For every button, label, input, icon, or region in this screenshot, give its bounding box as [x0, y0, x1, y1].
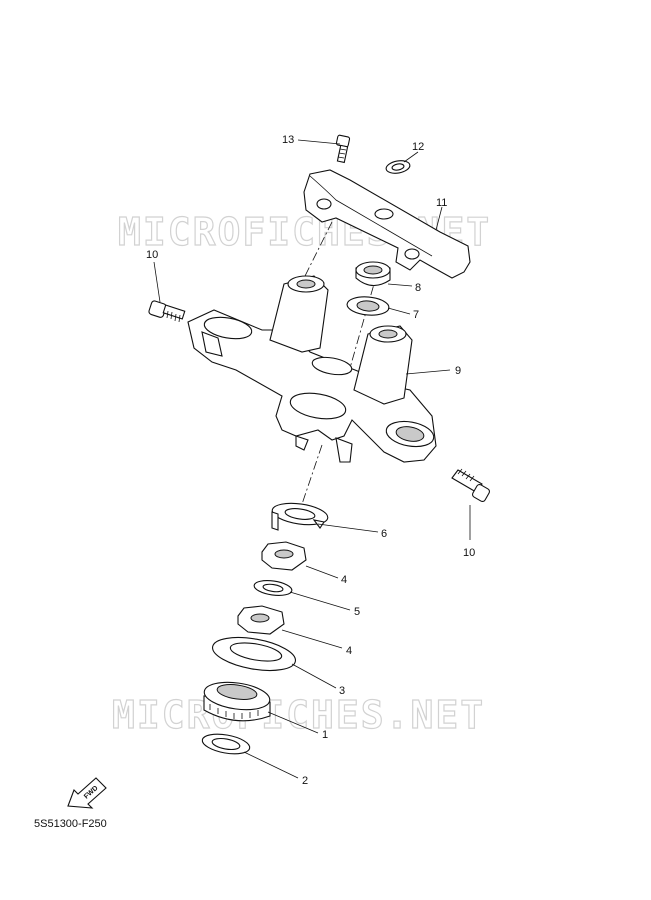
callout-7: 7	[413, 309, 419, 321]
part-7-washer	[346, 296, 390, 316]
part-2-seal	[201, 733, 251, 755]
callout-4-upper: 4	[341, 574, 347, 586]
part-13-bolt	[335, 134, 351, 164]
axis-line-stem	[299, 444, 323, 511]
callout-10-left: 10	[146, 249, 158, 261]
callout-5: 5	[354, 606, 360, 618]
callout-3: 3	[339, 685, 345, 697]
leader-lines	[153, 139, 471, 779]
callout-4-lower: 4	[346, 645, 352, 657]
part-8-steering-nut	[355, 261, 391, 287]
watermark-bottom: MICROFICHES.NET	[112, 693, 485, 737]
part-4-ring-nut-lower	[237, 605, 285, 635]
part-10-pinch-bolt-right	[451, 468, 491, 503]
callout-9: 9	[455, 365, 461, 377]
callout-2: 2	[302, 775, 308, 787]
fwd-arrow-icon: FWD	[67, 777, 107, 809]
callout-12: 12	[412, 141, 424, 153]
part-3-bearing-cover	[212, 636, 296, 672]
part-1-ball-race	[203, 681, 271, 722]
part-10-pinch-bolt-left	[148, 300, 186, 323]
callout-11: 11	[436, 197, 447, 209]
diagram-code: 5S51300-F250	[34, 818, 107, 830]
part-5-rubber-washer	[253, 580, 293, 596]
part-12-washer	[385, 160, 411, 174]
callout-1: 1	[322, 729, 328, 741]
part-11-handlebar-holder	[303, 169, 471, 279]
callout-13: 13	[282, 134, 294, 146]
axis-line-8	[347, 269, 379, 376]
callout-10-right: 10	[463, 547, 475, 559]
callout-6: 6	[381, 528, 387, 540]
part-9-upper-bracket	[187, 275, 437, 463]
part-4-ring-nut-upper	[261, 541, 307, 571]
callout-8: 8	[415, 282, 421, 294]
part-6-lock-washer	[271, 502, 329, 531]
